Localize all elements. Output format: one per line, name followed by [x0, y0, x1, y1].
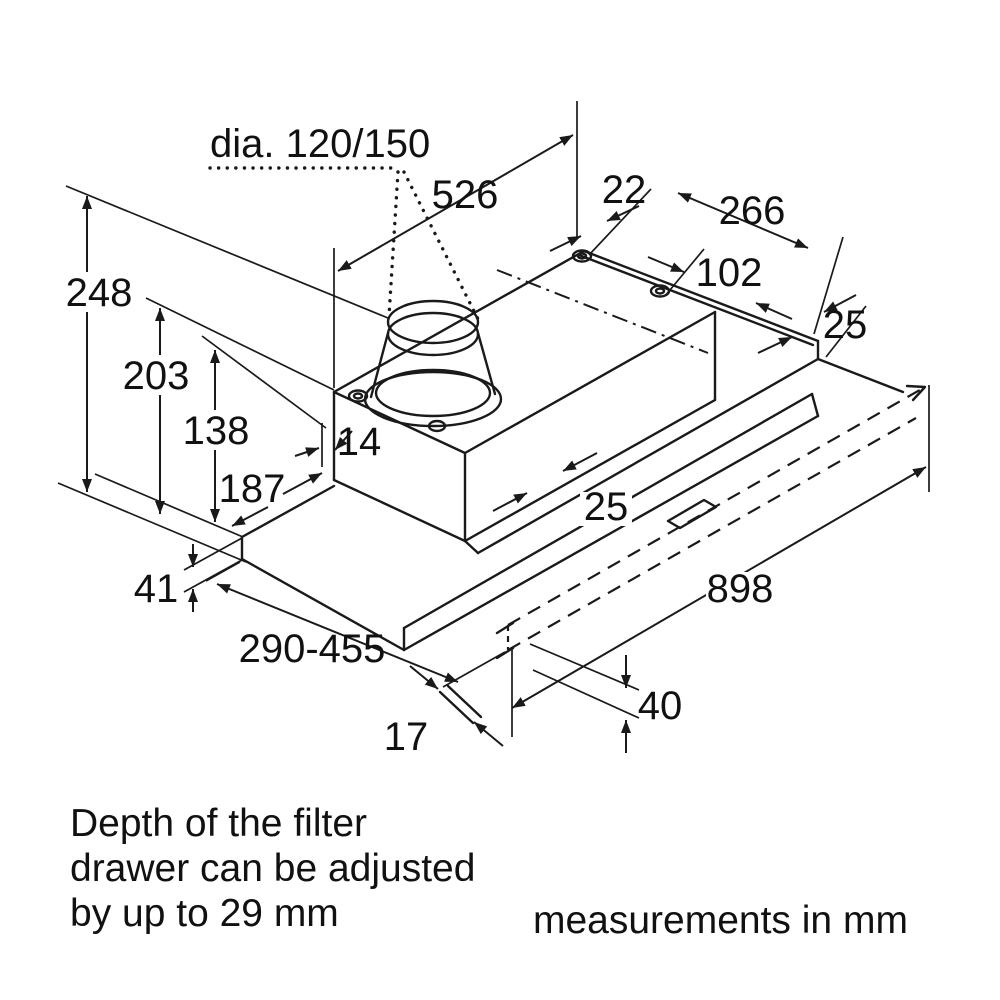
dimension-labels: dia. 120/150 526 22 266 102 25 248 203 1… [66, 122, 868, 759]
note-line-3: by up to 29 mm [70, 892, 339, 935]
screw-icon [347, 389, 369, 403]
screw-icon [571, 249, 593, 263]
dim-label-138: 138 [183, 409, 250, 453]
duct-collar [363, 299, 503, 433]
notes: Depth of the filter drawer can be adjust… [70, 802, 908, 942]
dim-label-22: 22 [602, 168, 647, 212]
dim-label-248: 248 [66, 271, 133, 315]
dim-label-41: 41 [134, 567, 179, 611]
label-backgrounds [64, 272, 776, 606]
collar-screw-icon [427, 419, 447, 433]
control-switch [666, 498, 718, 530]
dim-label-898: 898 [707, 567, 774, 611]
note-line-1: Depth of the filter [70, 802, 367, 845]
dim-label-102: 102 [696, 251, 763, 295]
dim-label-290-455: 290-455 [239, 627, 386, 671]
screw-icon [649, 284, 671, 298]
dim-label-17: 17 [384, 715, 429, 759]
dim-label-25-top: 25 [823, 303, 868, 347]
units-note: measurements in mm [533, 899, 908, 942]
dim-label-25-mid: 25 [584, 485, 629, 529]
dim-label-duct-diameter: dia. 120/150 [210, 122, 430, 166]
diameter-leader-dotted [208, 166, 481, 323]
dim-label-526: 526 [432, 173, 499, 217]
dim-label-266: 266 [719, 189, 786, 233]
dim-label-14: 14 [337, 420, 382, 464]
mounting-screws [347, 249, 671, 403]
motor-top-back-edge [332, 249, 586, 394]
center-line [496, 269, 709, 354]
dim-label-203: 203 [123, 354, 190, 398]
hood-body-outline [240, 249, 927, 725]
top-rail [582, 249, 820, 343]
canopy-front-edge [476, 357, 820, 555]
dim-label-40: 40 [638, 684, 683, 728]
dim-label-187: 187 [219, 467, 286, 511]
note-line-2: drawer can be adjusted [70, 847, 475, 890]
